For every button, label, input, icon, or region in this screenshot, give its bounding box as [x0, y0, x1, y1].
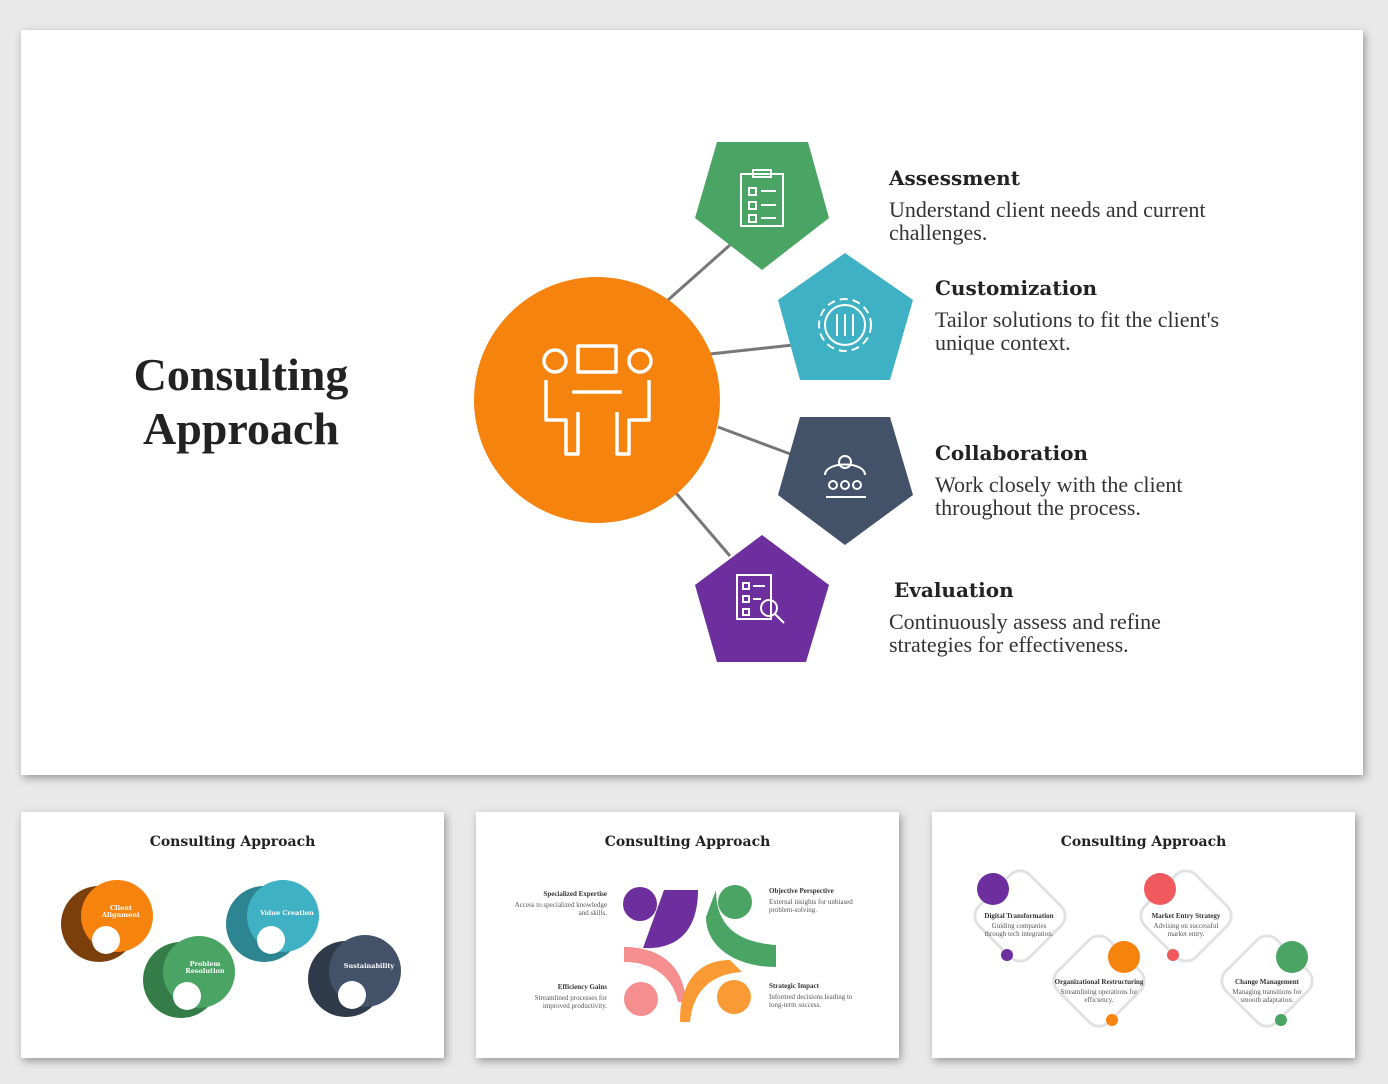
- gear-sliders-icon: [818, 298, 872, 352]
- team-idea-icon: [824, 455, 866, 498]
- item-heading: Market Entry Strategy: [1151, 912, 1221, 920]
- connector-line: [717, 425, 794, 457]
- thumbnail-title: Consulting Approach: [149, 834, 316, 850]
- item-desc: Streamlining operations for efficiency.: [1060, 988, 1138, 1004]
- connector-line: [674, 492, 732, 557]
- step-heading: Collaboration: [935, 441, 1088, 465]
- step-assessment: Assessment Understand client needs and c…: [889, 166, 1205, 244]
- item-heading: Strategic Impact: [769, 982, 819, 990]
- step-heading: Evaluation: [894, 578, 1014, 602]
- center-circle: [474, 277, 720, 523]
- report-search-icon: [736, 574, 785, 624]
- quadrant-diagram: [623, 885, 776, 1022]
- diamond-diagram: [973, 869, 1314, 1028]
- item-heading: Efficiency Gains: [557, 983, 607, 991]
- item-heading: Digital Transformation: [984, 912, 1054, 920]
- item-desc: External insights for unbiased problem-s…: [769, 898, 853, 914]
- step-heading: Customization: [935, 276, 1098, 300]
- circles-diagram: [61, 880, 401, 1018]
- meeting-people-icon: [542, 344, 653, 456]
- step-collaboration: Collaboration Work closely with the clie…: [935, 441, 1183, 519]
- item-desc: Managing transitions for smooth adaptati…: [1232, 988, 1302, 1004]
- step-customization: Customization Tailor solutions to fit th…: [935, 276, 1219, 354]
- thumbnail-slide-3[interactable]: Consulting Approach Digital Transformati…: [932, 812, 1355, 1058]
- thumbnail-title: Consulting Approach: [604, 834, 771, 850]
- item-heading: Objective Perspective: [769, 887, 834, 895]
- item-heading: Specialized Expertise: [543, 890, 607, 898]
- item-label: Sustainability: [343, 962, 395, 970]
- thumbnail-title: Consulting Approach: [1060, 834, 1227, 850]
- evaluation-pentagon: [695, 535, 829, 662]
- item-heading: Change Management: [1235, 978, 1299, 986]
- item-desc: Advising on successful market entry.: [1153, 922, 1219, 938]
- item-label: Client Alignment: [102, 904, 140, 919]
- thumbnail-slide-1[interactable]: Consulting Approach Client Alignment Pro…: [21, 812, 444, 1058]
- item-desc: Access to specialized knowledge and skil…: [514, 901, 607, 917]
- step-heading: Assessment: [889, 166, 1020, 190]
- thumbnail-slide-2[interactable]: Consulting Approach Specialized Expertis…: [476, 812, 899, 1058]
- item-desc: Streamlined processes for improved produ…: [534, 994, 607, 1010]
- item-desc: Guiding companies through tech integrati…: [984, 922, 1054, 938]
- connector-line: [709, 343, 794, 356]
- step-evaluation: Evaluation Continuously assess and refin…: [889, 578, 1161, 656]
- checklist-clipboard-icon: [740, 169, 784, 227]
- item-label: Value Creation: [260, 909, 314, 917]
- item-desc: Informed decisions leading to long-term …: [769, 993, 853, 1009]
- connector-line: [667, 243, 731, 302]
- item-heading: Organizational Restructuring: [1054, 978, 1144, 986]
- hub-diagram: [474, 142, 913, 662]
- item-label: Problem Resolution: [185, 960, 225, 975]
